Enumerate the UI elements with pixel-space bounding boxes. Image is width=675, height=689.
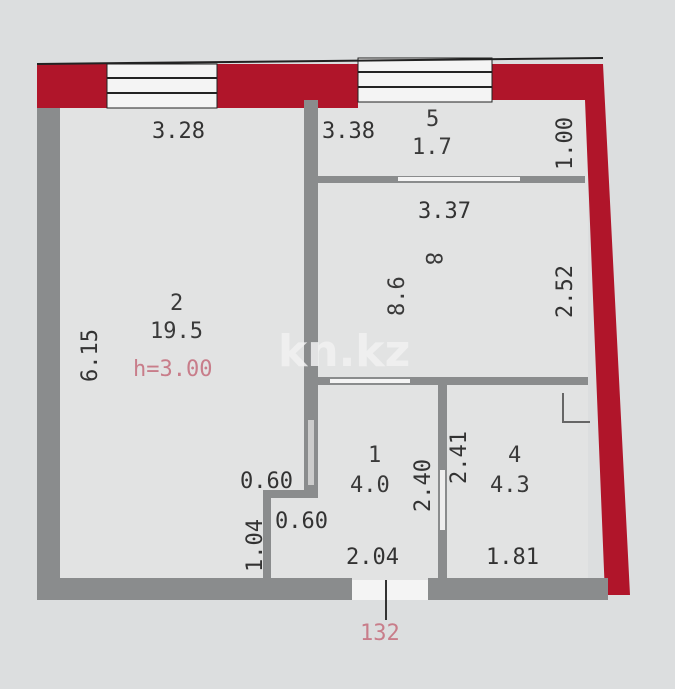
room-4-number: 4 bbox=[508, 443, 521, 468]
window bbox=[357, 57, 493, 103]
room-2-area: 19.5 bbox=[150, 319, 203, 344]
room-8-number: 8 bbox=[420, 252, 445, 265]
room-2-number: 2 bbox=[170, 291, 183, 316]
ceiling-height: h=3.00 bbox=[133, 357, 212, 382]
entrance-label: 132 bbox=[360, 621, 400, 646]
exterior-wall bbox=[37, 64, 630, 595]
fixture bbox=[562, 393, 590, 423]
room-8-width: 3.37 bbox=[418, 199, 471, 224]
door bbox=[330, 379, 410, 383]
door bbox=[308, 420, 314, 485]
room-5-number: 5 bbox=[426, 107, 439, 132]
room-8-length: 2.52 bbox=[553, 265, 578, 318]
entrance-door bbox=[352, 580, 428, 600]
niche-dim-c: 1.04 bbox=[243, 519, 268, 572]
window bbox=[106, 63, 218, 109]
room-5-width: 3.38 bbox=[322, 119, 375, 144]
niche-dim-a: 0.60 bbox=[240, 469, 293, 494]
room-1-width: 2.04 bbox=[346, 545, 399, 570]
room-5-area: 1.7 bbox=[412, 135, 452, 160]
room-1-length: 2.40 bbox=[411, 459, 436, 512]
room-5-length: 1.00 bbox=[553, 117, 578, 170]
room-4-area: 4.3 bbox=[490, 473, 530, 498]
niche-dim-b: 0.60 bbox=[275, 509, 328, 534]
room-4-width: 1.81 bbox=[486, 545, 539, 570]
door bbox=[398, 177, 520, 181]
door bbox=[440, 470, 445, 530]
room-8-area: 8.6 bbox=[385, 276, 410, 316]
outline bbox=[36, 57, 604, 65]
room-1-number: 1 bbox=[368, 443, 381, 468]
room-4-length: 2.41 bbox=[447, 431, 472, 484]
room-2-length: 6.15 bbox=[78, 329, 103, 382]
room-2-width: 3.28 bbox=[152, 119, 205, 144]
watermark: kn.kz bbox=[278, 326, 410, 377]
room-1-area: 4.0 bbox=[350, 473, 390, 498]
